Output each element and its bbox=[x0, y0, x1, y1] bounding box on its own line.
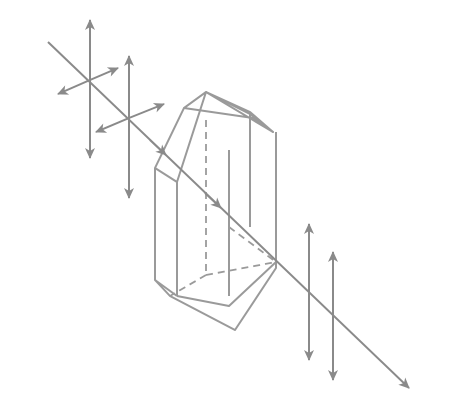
crystal-hidden-diagonal bbox=[228, 226, 277, 263]
crystal-outline bbox=[154, 132, 277, 331]
ray-direction-arrow-1 bbox=[149, 139, 167, 156]
crystal-hidden-edges bbox=[169, 120, 277, 297]
cross2-arrow-right bbox=[128, 103, 165, 119]
crystal-prism bbox=[154, 91, 277, 331]
ray-direction-arrow-2 bbox=[204, 192, 222, 209]
cross1-arrow-right bbox=[89, 67, 119, 81]
cross1-arrow-left bbox=[57, 79, 91, 95]
incident-polarization-cross-1 bbox=[57, 19, 119, 159]
crystal-top-face bbox=[183, 91, 274, 133]
light-ray bbox=[47, 41, 410, 389]
cross2-arrow-left bbox=[95, 117, 130, 133]
incident-polarization-cross-2 bbox=[95, 55, 165, 199]
crystal-hidden-bottom-edge-left bbox=[169, 274, 207, 297]
crystal-bottom-edge bbox=[176, 261, 277, 307]
